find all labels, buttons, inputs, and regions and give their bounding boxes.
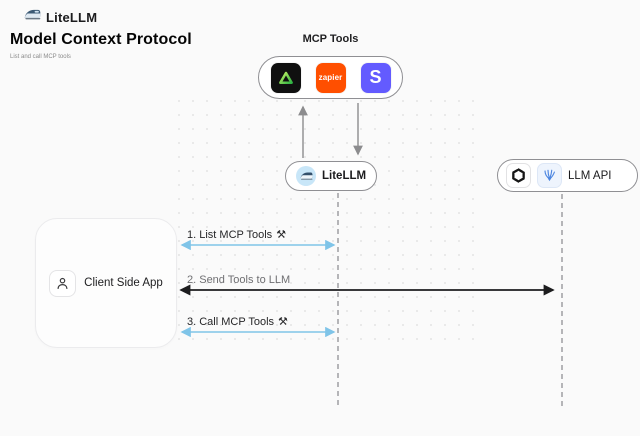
openai-icon: [506, 163, 531, 188]
llm-api-node-label: LLM API: [568, 169, 612, 182]
page-title: Model Context Protocol: [10, 31, 192, 48]
page-subtitle: List and call MCP tools: [10, 54, 71, 60]
person-icon: [49, 269, 77, 297]
mcp-tools-box: zapier S: [258, 56, 403, 99]
step2-label-row: 2. Send Tools to LLM: [187, 274, 290, 286]
zapier-icon: zapier: [315, 62, 346, 93]
stripe-icon: S: [360, 62, 391, 93]
litellm-node: LiteLLM: [285, 161, 377, 191]
step1-label: 1. List MCP Tools: [187, 229, 273, 241]
tools-icon: ⚒: [276, 228, 287, 241]
client-side-app-node: Client Side App: [35, 218, 177, 348]
zapier-wordmark: zapier: [318, 73, 343, 82]
step1-label-row: 1. List MCP Tools ⚒: [187, 229, 286, 241]
client-node-label: Client Side App: [84, 277, 163, 289]
step3-label: 3. Call MCP Tools: [187, 316, 275, 328]
llm-provider-icon: [537, 163, 562, 188]
mcp-tools-label: MCP Tools: [302, 33, 359, 45]
tools-icon: ⚒: [278, 315, 288, 328]
llm-api-node: LLM API: [497, 159, 638, 192]
stripe-letter: S: [369, 67, 382, 87]
litellm-node-label: LiteLLM: [322, 170, 367, 182]
step3-label-row: 3. Call MCP Tools ⚒: [187, 316, 288, 328]
step2-label: 2. Send Tools to LLM: [187, 274, 291, 286]
logo-text: LiteLLM: [46, 9, 98, 25]
litellm-train-badge-icon: [296, 166, 316, 186]
green-triangle-tool-icon: [270, 62, 301, 93]
dot-grid-background: [172, 94, 484, 342]
app-logo: LiteLLM: [24, 8, 97, 26]
litellm-train-icon: [24, 8, 41, 26]
